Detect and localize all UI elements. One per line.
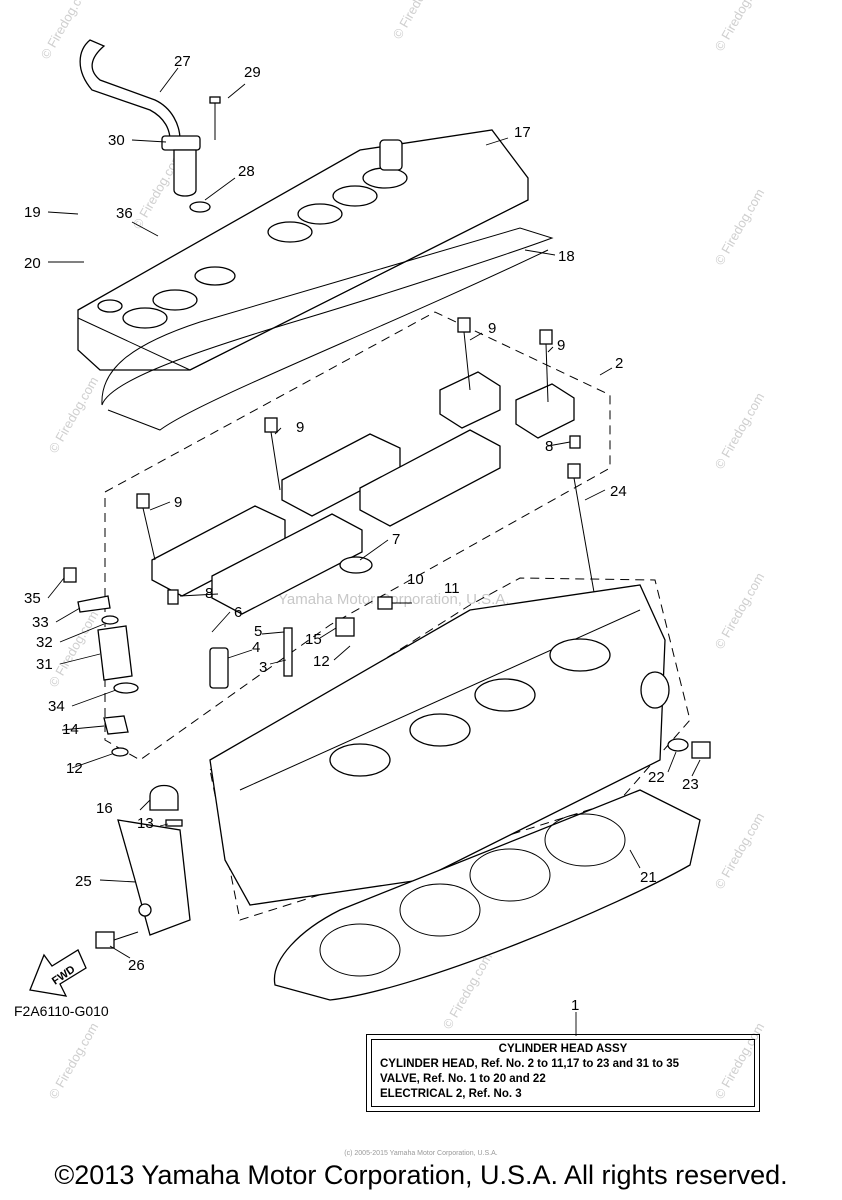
- watermark: © Firedog.com: [390, 0, 446, 42]
- head-cover-gasket: [101, 227, 554, 431]
- bolts: [136, 317, 599, 616]
- watermark: © Firedog.com: [46, 1020, 102, 1102]
- copyright: ©2013 Yamaha Motor Corporation, U.S.A. A…: [54, 1160, 788, 1190]
- callout-3: 3: [259, 659, 267, 676]
- callout-12a: 12: [313, 653, 330, 670]
- callout-17: 17: [514, 124, 531, 141]
- camshaft-caps: [151, 371, 575, 615]
- watermark: © Firedog.com: [712, 186, 768, 268]
- callout-21: 21: [640, 869, 657, 886]
- callout-25: 25: [75, 873, 92, 890]
- leader-lines: [47, 67, 701, 1036]
- callout-35: 35: [24, 590, 41, 607]
- callout-27: 27: [174, 53, 191, 70]
- callout-15: 15: [305, 631, 322, 648]
- callout-12b: 12: [66, 760, 83, 777]
- callout-33: 33: [32, 614, 49, 631]
- reference-title: CYLINDER HEAD ASSY: [498, 1043, 628, 1055]
- watermark: © Firedog.com: [712, 810, 768, 892]
- callout-9b: 9: [557, 337, 565, 354]
- watermark: © Firedog.com: [46, 608, 102, 690]
- reference-box: CYLINDER HEAD ASSY CYLINDER HEAD, Ref. N…: [371, 1039, 755, 1107]
- callout-14: 14: [62, 721, 79, 738]
- callout-9a: 9: [488, 320, 496, 337]
- callout-6: 6: [234, 604, 242, 621]
- watermark: © Firedog.com: [46, 374, 102, 456]
- reference-line: CYLINDER HEAD, Ref. No. 2 to 11,17 to 23…: [380, 1058, 680, 1070]
- callout-22: 22: [648, 769, 665, 786]
- watermark-center: Yamaha Motor Corporation, U.S.A.: [278, 591, 510, 608]
- callout-30: 30: [108, 132, 125, 149]
- head-cover: [77, 129, 529, 371]
- callout-7: 7: [392, 531, 400, 548]
- callout-24: 24: [610, 483, 627, 500]
- callout-20: 20: [24, 255, 41, 272]
- reference-line: VALVE, Ref. No. 1 to 20 and 22: [380, 1073, 546, 1085]
- reference-box-frame: [366, 1034, 760, 1112]
- diagram-code: F2A6110-G010: [14, 1003, 109, 1019]
- callout-5: 5: [254, 623, 262, 640]
- sensor-parts: [63, 567, 355, 827]
- callout-16: 16: [96, 800, 113, 817]
- callout-9d: 9: [174, 494, 182, 511]
- callout-8b: 8: [205, 585, 213, 602]
- callout-19: 19: [24, 204, 41, 221]
- plug: [667, 738, 711, 759]
- callout-11: 11: [444, 580, 460, 597]
- callout-31: 31: [36, 656, 53, 673]
- callout-8a: 8: [545, 438, 553, 455]
- reference-line: ELECTRICAL 2, Ref. No. 3: [380, 1088, 522, 1100]
- callout-18: 18: [558, 248, 575, 265]
- callout-36: 36: [116, 205, 133, 222]
- callout-28: 28: [238, 163, 255, 180]
- callout-9c: 9: [296, 419, 304, 436]
- callout-23: 23: [682, 776, 699, 793]
- watermark: © Firedog.com: [712, 0, 768, 54]
- callout-34: 34: [48, 698, 65, 715]
- callout-13: 13: [137, 815, 154, 832]
- callout-2: 2: [615, 355, 623, 372]
- head-gasket: [273, 789, 701, 1001]
- watermark: © Firedog.com: [712, 390, 768, 472]
- tiny-watermark: (c) 2005-2015 Yamaha Motor Corporation, …: [344, 1150, 498, 1157]
- callouts: 1 2 3 4 5 6 7 8 8 9 9 9 9 10 11 12 12 13…: [24, 53, 699, 1014]
- bracket: [95, 819, 191, 949]
- callout-10: 10: [407, 571, 424, 588]
- callout-1: 1: [571, 997, 579, 1014]
- cylinder-head: [209, 584, 670, 906]
- callout-26: 26: [128, 957, 145, 974]
- callout-32: 32: [36, 634, 53, 651]
- callout-29: 29: [244, 64, 261, 81]
- watermark: © Firedog.com: [712, 570, 768, 652]
- breather-hose-assembly: [79, 39, 221, 213]
- fwd-arrow: FWD: [29, 949, 87, 997]
- cylinder-head-boundary: [209, 577, 691, 921]
- callout-4: 4: [252, 639, 260, 656]
